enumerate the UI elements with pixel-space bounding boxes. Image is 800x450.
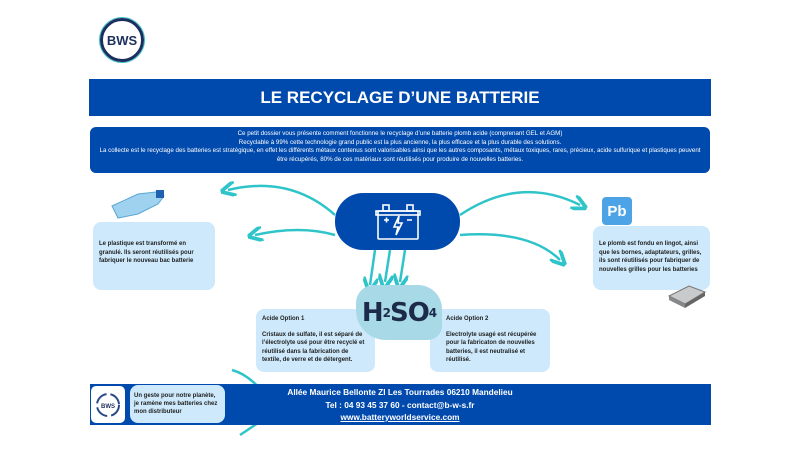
battery-icon	[374, 203, 421, 240]
svg-text:BWS: BWS	[101, 404, 115, 410]
lead-badge: Pb	[602, 197, 632, 225]
arrow-icon	[370, 249, 375, 285]
intro-line: Ce petit dossier vous présente comment f…	[237, 130, 563, 137]
lead-ingot-icon	[667, 285, 707, 308]
arrow-icon	[400, 249, 405, 282]
acid-option-2-box: Acide Option 2 Electrolyte usagé est réc…	[430, 309, 550, 372]
lead-info-box: Le plomb est fondu en lingot, ainsi que …	[593, 226, 710, 290]
arrow-icon	[459, 190, 580, 217]
arrow-icon	[255, 230, 336, 235]
battery-illustration	[335, 193, 460, 250]
contact-block: Allée Maurice Bellonte ZI Les Tourrades …	[270, 386, 530, 424]
acid-option-1-box: Acide Option 1 Cristaux de sulfate, il e…	[256, 309, 375, 372]
page-title: LE RECYCLAGE D’UNE BATTERIE	[89, 79, 711, 116]
arrow-icon	[459, 233, 560, 260]
plastic-info-box: Le plastique est transformé en granulé. …	[93, 222, 215, 290]
website-link[interactable]: www.batteryworldservice.com	[340, 412, 460, 422]
intro-line: Recyclable à 99% cette technologie grand…	[238, 138, 562, 146]
address: Allée Maurice Bellonte ZI Les Tourrades …	[287, 387, 513, 397]
arrow-icon	[385, 249, 390, 282]
intro-panel: Ce petit dossier vous présente comment f…	[90, 127, 710, 173]
plastic-bottle-icon	[111, 190, 165, 219]
intro-line: La collecte est le recyclage des batteri…	[99, 147, 701, 163]
bws-logo[interactable]: BWS	[100, 18, 144, 62]
footer-note: Un geste pour notre planète, je ramène m…	[130, 385, 225, 423]
phone-email[interactable]: Tel : 04 93 45 37 60 - contact@b-w-s.fr	[325, 399, 475, 410]
arrow-icon	[228, 186, 336, 216]
recycle-logo-icon: BWS	[91, 386, 125, 423]
